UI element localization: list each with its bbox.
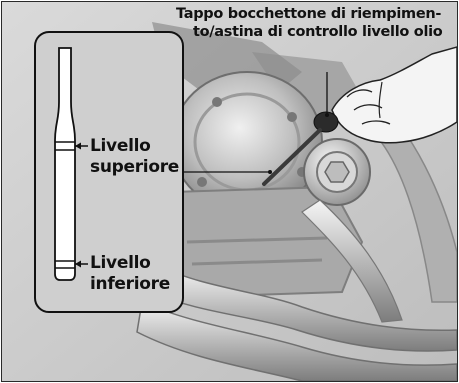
lower-level-label-line2: inferiore xyxy=(90,274,170,294)
upper-level-label-line2: superiore xyxy=(90,157,179,177)
cap-callout-line2: to/astina di controllo livello olio xyxy=(193,24,442,41)
lower-level-label-line1: Livello xyxy=(90,253,151,273)
cover-bolt xyxy=(212,97,222,107)
filler-hex-nut xyxy=(325,162,349,182)
cover-bolt xyxy=(287,112,297,122)
cover-bolt xyxy=(197,177,207,187)
cap-callout-line1: Tappo bocchettone di riempimen- xyxy=(176,6,441,23)
upper-level-label-line1: Livello xyxy=(90,136,151,156)
